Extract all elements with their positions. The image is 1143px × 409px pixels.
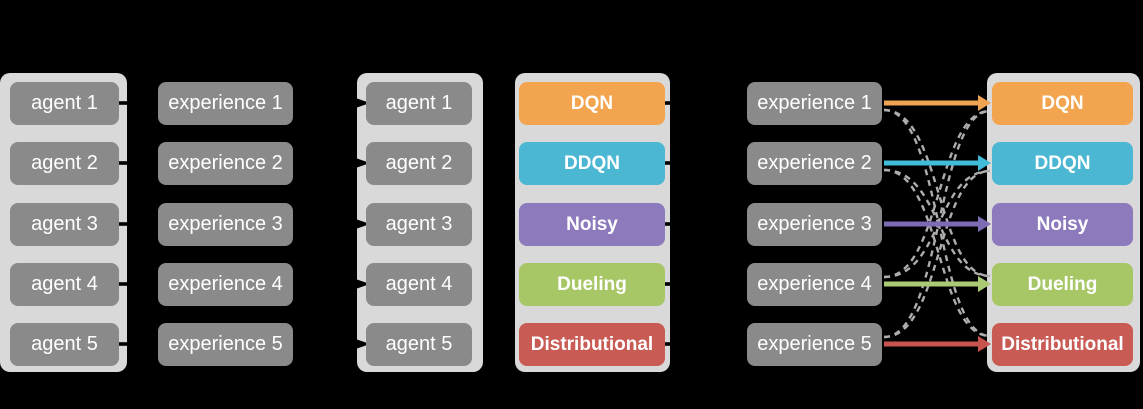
experience-box: experience 1 [158,81,293,125]
experience-box: experience 5 [747,322,882,366]
algorithm-box-dueling: Dueling [992,262,1133,306]
shuffle-link-curve [883,168,991,278]
shuffle-link-curve [883,108,991,338]
shuffle-link-curve [883,169,991,339]
algorithm-box-ddqn: DDQN [992,141,1133,185]
shuffle-link-curve [883,168,991,338]
agent-box: agent 1 [10,81,119,125]
algorithm-box-distributional: Distributional [519,322,665,366]
experience-box: experience 5 [158,322,293,366]
algorithm-box-dqn: DQN [519,81,665,125]
shuffle-link-curve [883,108,991,278]
algorithm-box-noisy: Noisy [519,202,665,246]
agent-box: agent 2 [10,141,119,185]
algorithm-box-dueling: Dueling [519,262,665,306]
agent-box: agent 4 [366,262,472,306]
shuffle-links [883,108,991,339]
experience-box: experience 3 [747,202,882,246]
algorithm-box-noisy: Noisy [992,202,1133,246]
algorithm-box-dqn: DQN [992,81,1133,125]
agent-box: agent 1 [366,81,472,125]
shuffle-link-curve [883,109,991,279]
experience-box: experience 3 [158,202,293,246]
agent-box: agent 3 [366,202,472,246]
agent-box: agent 2 [366,141,472,185]
shuffle-link-curve [883,109,991,339]
experience-box: experience 4 [747,262,882,306]
algorithm-box-ddqn: DDQN [519,141,665,185]
experience-box: experience 2 [158,141,293,185]
algorithm-box-distributional: Distributional [992,322,1133,366]
experience-box: experience 4 [158,262,293,306]
agent-box: agent 3 [10,202,119,246]
experience-to-algorithm-arrows [884,95,991,352]
shuffle-link-curve [883,169,991,279]
agent-box: agent 4 [10,262,119,306]
experience-box: experience 1 [747,81,882,125]
experience-box: experience 2 [747,141,882,185]
agent-box: agent 5 [10,322,119,366]
agent-box: agent 5 [366,322,472,366]
